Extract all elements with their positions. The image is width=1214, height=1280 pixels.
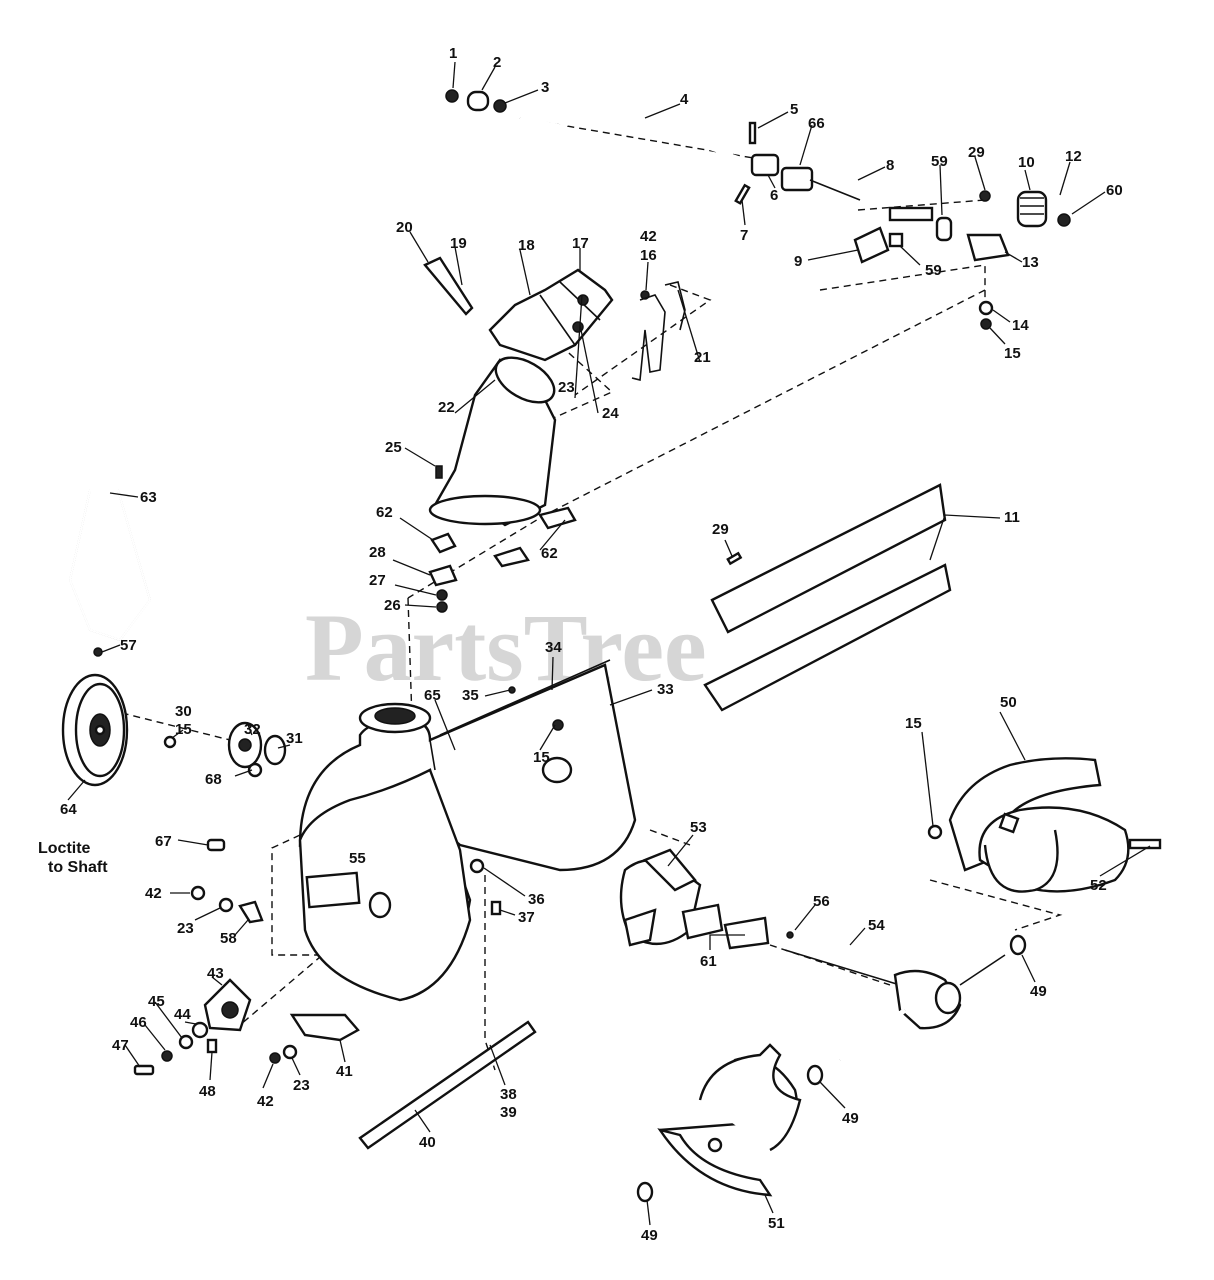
label-18: 18 bbox=[518, 237, 535, 254]
label-2: 2 bbox=[493, 54, 501, 71]
label-37: 37 bbox=[518, 909, 535, 926]
label-13: 13 bbox=[1022, 254, 1039, 271]
label-8: 8 bbox=[886, 157, 894, 174]
label-49-mid: 49 bbox=[842, 1110, 859, 1127]
label-21: 21 bbox=[694, 349, 711, 366]
label-58: 58 bbox=[220, 930, 237, 947]
label-19: 19 bbox=[450, 235, 467, 252]
label-54: 54 bbox=[868, 917, 885, 934]
label-51: 51 bbox=[768, 1215, 785, 1232]
label-17: 17 bbox=[572, 235, 589, 252]
label-28: 28 bbox=[369, 544, 386, 561]
label-15-right: 15 bbox=[905, 715, 922, 732]
label-23-top: 23 bbox=[558, 379, 575, 396]
label-35: 35 bbox=[462, 687, 479, 704]
label-24: 24 bbox=[602, 405, 619, 422]
label-59-top: 59 bbox=[931, 153, 948, 170]
label-45: 45 bbox=[148, 993, 165, 1010]
label-10: 10 bbox=[1018, 154, 1035, 171]
label-33: 33 bbox=[657, 681, 674, 698]
watermark: PartsTree bbox=[305, 594, 707, 701]
label-61: 61 bbox=[700, 953, 717, 970]
label-15-left: 15 bbox=[175, 721, 192, 738]
label-62-right: 62 bbox=[541, 545, 558, 562]
label-50: 50 bbox=[1000, 694, 1017, 711]
label-44: 44 bbox=[174, 1006, 191, 1023]
label-4: 4 bbox=[680, 91, 689, 108]
label-12: 12 bbox=[1065, 148, 1082, 165]
label-53: 53 bbox=[690, 819, 707, 836]
label-66: 66 bbox=[808, 115, 825, 132]
label-30: 30 bbox=[175, 703, 192, 720]
label-26: 26 bbox=[384, 597, 401, 614]
label-31: 31 bbox=[286, 730, 303, 747]
label-63: 63 bbox=[140, 489, 157, 506]
label-3: 3 bbox=[541, 79, 549, 96]
label-29-mid: 29 bbox=[712, 521, 729, 538]
label-55: 55 bbox=[349, 850, 366, 867]
label-67: 67 bbox=[155, 833, 172, 850]
label-42-top: 42 bbox=[640, 228, 657, 245]
label-38: 38 bbox=[500, 1086, 517, 1103]
label-62-left: 62 bbox=[376, 504, 393, 521]
label-46: 46 bbox=[130, 1014, 147, 1031]
label-60: 60 bbox=[1106, 182, 1123, 199]
label-5: 5 bbox=[790, 101, 798, 118]
label-34: 34 bbox=[545, 639, 562, 656]
label-41: 41 bbox=[336, 1063, 353, 1080]
label-68: 68 bbox=[205, 771, 222, 788]
label-20: 20 bbox=[396, 219, 413, 236]
label-42-left: 42 bbox=[145, 885, 162, 902]
label-11: 11 bbox=[1004, 509, 1020, 526]
label-64: 64 bbox=[60, 801, 77, 818]
note-line-1: Loctite bbox=[38, 840, 91, 857]
label-49-right: 49 bbox=[1030, 983, 1047, 1000]
label-15-top: 15 bbox=[1004, 345, 1021, 362]
label-7: 7 bbox=[740, 227, 748, 244]
label-36: 36 bbox=[528, 891, 545, 908]
label-52: 52 bbox=[1090, 877, 1107, 894]
label-49-bottom: 49 bbox=[641, 1227, 658, 1244]
label-40: 40 bbox=[419, 1134, 436, 1151]
label-29-top: 29 bbox=[968, 144, 985, 161]
label-56: 56 bbox=[813, 893, 830, 910]
label-65: 65 bbox=[424, 687, 441, 704]
label-14: 14 bbox=[1012, 317, 1029, 334]
label-9: 9 bbox=[794, 253, 802, 270]
label-15-mid: 15 bbox=[533, 749, 550, 766]
callout-labels: 1 2 3 4 5 66 6 7 8 59 29 10 12 60 9 59 1… bbox=[60, 45, 1123, 1244]
label-39: 39 bbox=[500, 1104, 517, 1121]
label-42-bottom: 42 bbox=[257, 1093, 274, 1110]
leader-lines bbox=[67, 61, 1151, 1226]
label-23-left: 23 bbox=[177, 920, 194, 937]
label-1: 1 bbox=[449, 45, 457, 62]
note-line-2: to Shaft bbox=[48, 859, 108, 876]
label-23-bottom: 23 bbox=[293, 1077, 310, 1094]
label-47: 47 bbox=[112, 1037, 129, 1054]
label-6: 6 bbox=[770, 187, 778, 204]
label-22: 22 bbox=[438, 399, 455, 416]
label-59-low: 59 bbox=[925, 262, 942, 279]
label-57: 57 bbox=[120, 637, 137, 654]
label-25: 25 bbox=[385, 439, 402, 456]
label-16: 16 bbox=[640, 247, 657, 264]
part-shapes bbox=[61, 89, 1162, 1203]
label-48: 48 bbox=[199, 1083, 216, 1100]
label-27: 27 bbox=[369, 572, 386, 589]
label-43: 43 bbox=[207, 965, 224, 982]
label-32: 32 bbox=[244, 721, 261, 738]
